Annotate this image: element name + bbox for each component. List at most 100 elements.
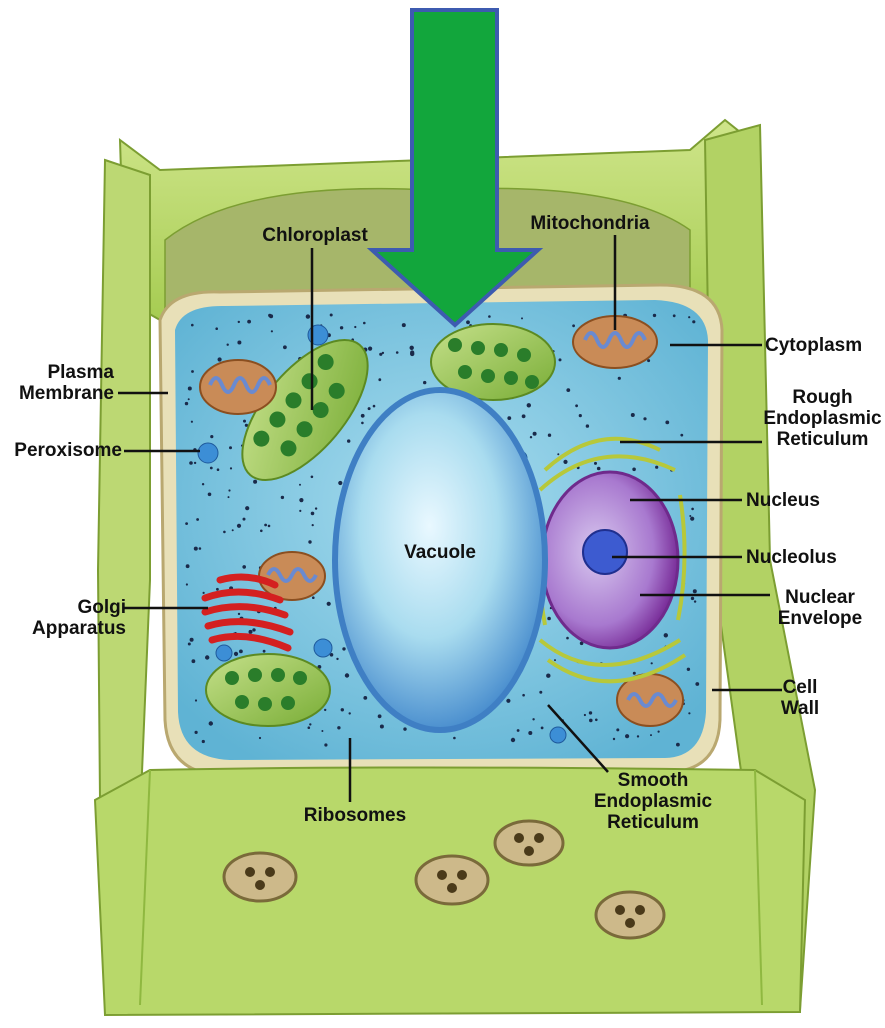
ribosome-dot (268, 525, 271, 528)
ribosome-dot (589, 719, 593, 723)
ribosome-dot (191, 370, 194, 373)
ribosome-dot (688, 316, 690, 318)
ribosome-dot (345, 673, 349, 677)
ribosome-dot (673, 314, 676, 317)
ribosome-dot (186, 564, 190, 568)
ribosome-dot (651, 662, 653, 664)
ribosome-dot (691, 508, 694, 511)
ribosome-dot (312, 524, 314, 526)
ribosome-dot (309, 723, 311, 725)
ribosome-dot (227, 344, 229, 346)
ribosome-dot (271, 330, 273, 332)
ribosome-dot (650, 734, 652, 736)
label-nucleolus: Nucleolus (746, 547, 871, 568)
ribosome-dot (693, 589, 697, 593)
ribosome-dot (234, 652, 238, 656)
ribosome-dot (379, 353, 382, 356)
label-smooth-er: Smooth Endoplasmic Reticulum (583, 770, 723, 833)
ribosome-dot (299, 484, 301, 486)
ribosome-dot (194, 547, 198, 551)
ribosome-dot (229, 446, 232, 449)
ribosome-dot (299, 510, 301, 512)
ribosome-dot (337, 726, 340, 729)
ribosome-dot (249, 630, 253, 634)
ribosome-dot (566, 388, 570, 392)
ribosome-dot (403, 727, 406, 730)
ribosome-dot (194, 462, 196, 464)
label-cytoplasm: Cytoplasm (765, 335, 883, 356)
ribosome-dot (259, 737, 261, 739)
ribosome-dot (243, 420, 246, 423)
ribosome-dot (690, 517, 694, 521)
ribosome-dot (378, 378, 381, 381)
ribosome-dot (594, 462, 597, 465)
ribosome-dot (260, 530, 263, 533)
ribosome-dot (299, 498, 303, 502)
ribosome-dot (327, 602, 331, 606)
ribosome-dot (228, 489, 230, 491)
ribosome-dot (563, 460, 567, 464)
ribosome-dot (340, 326, 343, 329)
ribosome-dot (245, 506, 249, 510)
ribosome-dot (689, 515, 691, 517)
ribosome-dot (202, 483, 204, 485)
ribosome-dot (185, 402, 188, 405)
label-golgi-apparatus: Golgi Apparatus (4, 597, 126, 639)
nucleus (542, 472, 678, 648)
ribosome-dot (253, 480, 257, 484)
ribosome-dot (466, 320, 470, 324)
ribosome-dot (688, 712, 690, 714)
ribosome-dot (368, 347, 372, 351)
ribosome-dot (230, 467, 232, 469)
ribosome-dot (361, 414, 365, 418)
ribosome-dot (190, 638, 194, 642)
ribosome-dot (533, 432, 537, 436)
ribosome-dot (311, 512, 315, 516)
ribosome-dot (613, 738, 615, 740)
ribosome-dot (269, 314, 273, 318)
ribosome-dot (217, 468, 220, 471)
ribosome-dot (202, 740, 205, 743)
ribosome-dot (566, 637, 569, 640)
ribosome-dot (189, 461, 193, 465)
ribosome-dot (210, 435, 213, 438)
ribosome-dot (680, 434, 683, 437)
ribosome-dot (191, 324, 194, 327)
ribosome-dot (521, 317, 523, 319)
ribosome-dot (643, 417, 646, 420)
ribosome-dot (199, 547, 202, 550)
ribosome-dot (691, 597, 694, 600)
ribosome-dot (238, 321, 240, 323)
ribosome-dot (242, 565, 246, 569)
ribosome-dot (554, 659, 556, 661)
ribosome-dot (541, 727, 544, 730)
ribosome-dot (631, 413, 635, 417)
ribosome-dot (373, 405, 376, 408)
label-mitochondria: Mitochondria (515, 213, 665, 234)
label-cell-wall: Cell Wall (770, 677, 830, 719)
ribosome-dot (507, 416, 511, 420)
ribosome-dot (363, 322, 366, 325)
ribosome-dot (559, 358, 562, 361)
ribosome-dot (239, 650, 243, 654)
ribosome-dot (196, 518, 199, 521)
ribosome-dot (664, 633, 668, 637)
ribosome-dot (195, 699, 197, 701)
ribosome-dot (584, 714, 586, 716)
ribosome-dot (548, 434, 551, 437)
ribosome-dot (530, 436, 532, 438)
ribosome-dot (263, 650, 266, 653)
label-nuclear-envelope: Nuclear Envelope (765, 587, 875, 629)
ribosome-dot (378, 714, 382, 718)
ribosome-dot (188, 387, 192, 391)
ribosome-dot (237, 524, 241, 528)
ribosome-dot (589, 711, 592, 714)
ribosome-dot (188, 398, 190, 400)
label-vacuole: Vacuole (375, 542, 505, 563)
ribosome-dot (488, 315, 491, 318)
ribosome-dot (308, 726, 311, 729)
label-nucleus: Nucleus (746, 490, 856, 511)
ribosome-dot (238, 613, 240, 615)
ribosome-dot (308, 540, 311, 543)
ribosome-dot (216, 588, 219, 591)
